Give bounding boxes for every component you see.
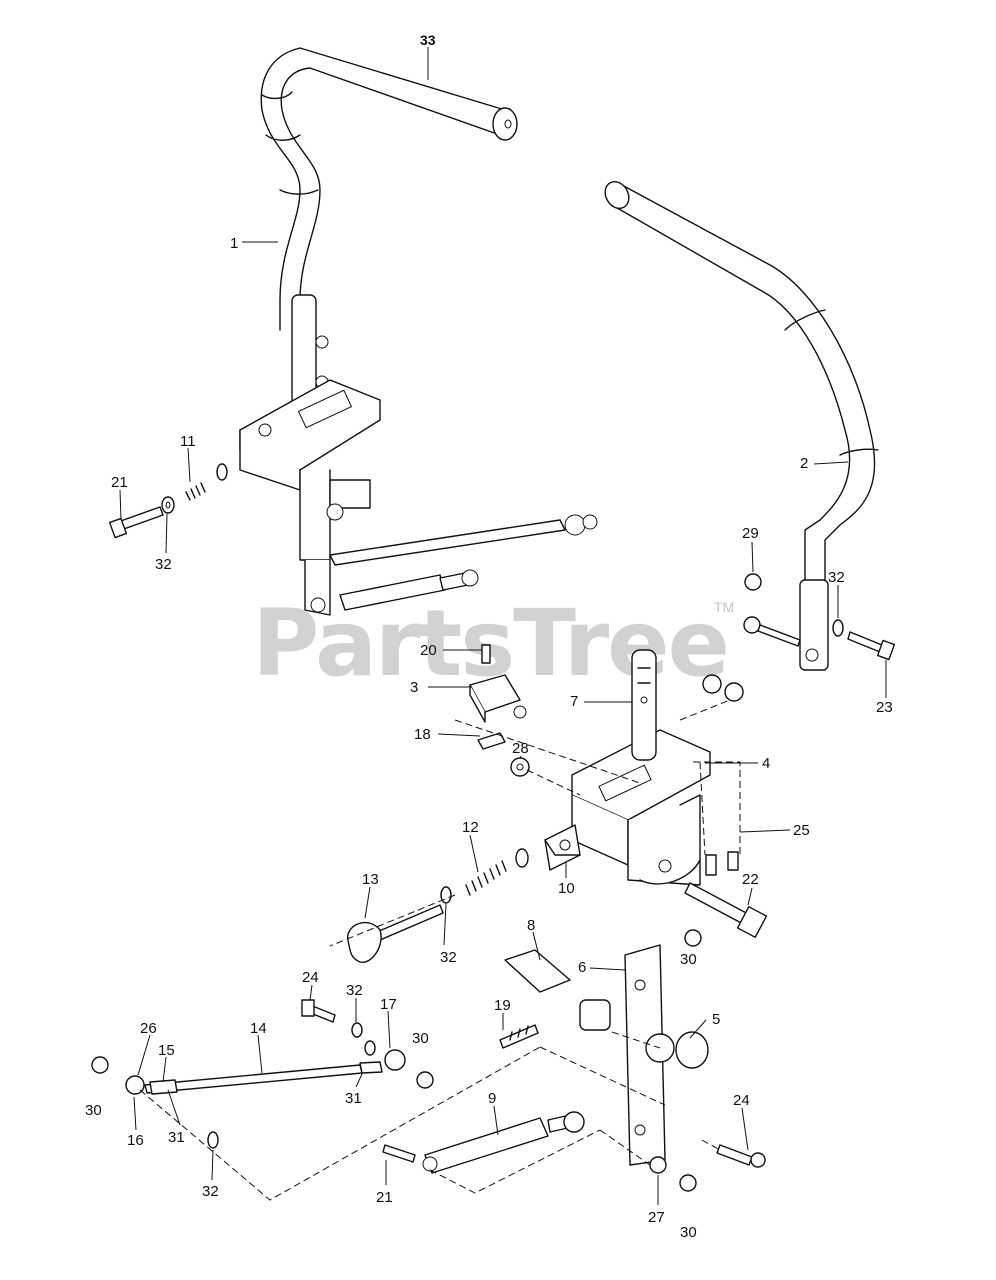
callout-13: 13 (362, 871, 379, 888)
callout-14: 14 (250, 1020, 267, 1037)
callout-28: 28 (512, 740, 529, 757)
callout-26: 26 (140, 1020, 157, 1037)
nut-28 (510, 757, 530, 777)
callout-23: 23 (876, 699, 893, 716)
callout-30-left: 30 (85, 1102, 102, 1119)
callout-32-right: 32 (828, 569, 845, 586)
callout-25: 25 (793, 822, 810, 839)
callout-33: 33 (420, 32, 436, 48)
lower-rod-assembly (91, 999, 434, 1149)
callout-16: 16 (127, 1132, 144, 1149)
callout-19: 19 (494, 997, 511, 1014)
cylinder-9 (382, 1111, 585, 1174)
callout-30-mid: 30 (412, 1030, 429, 1047)
switch-assembly (469, 644, 527, 750)
callout-21-lower: 21 (376, 1189, 393, 1206)
callout-4: 4 (762, 755, 770, 772)
right-bolt-stack (743, 573, 896, 661)
callout-11: 11 (180, 433, 196, 450)
adjust-knob-assembly (347, 824, 581, 963)
callout-32-lower-mid: 32 (346, 982, 363, 999)
callout-10: 10 (558, 880, 575, 897)
callout-5: 5 (712, 1011, 720, 1028)
callout-9: 9 (488, 1090, 496, 1107)
callout-20: 20 (420, 642, 437, 659)
center-bracket (571, 649, 744, 886)
left-bracket-assembly (239, 379, 598, 616)
callout-8: 8 (527, 917, 535, 934)
callout-29: 29 (742, 525, 759, 542)
callout-31-mid: 31 (345, 1090, 362, 1107)
callout-31-left: 31 (168, 1129, 185, 1146)
callout-labels: 33 1 2 3 4 5 6 7 8 9 10 11 12 13 14 15 1… (85, 32, 893, 1241)
callout-32-upper-left: 32 (155, 556, 172, 573)
right-control-handle (604, 180, 879, 671)
callout-3: 3 (410, 679, 418, 696)
callout-32-center: 32 (440, 949, 457, 966)
alignment-lines (139, 699, 741, 1201)
callout-17: 17 (380, 996, 397, 1013)
lower-arm-assembly (499, 929, 766, 1192)
callout-12: 12 (462, 819, 479, 836)
callout-7: 7 (570, 693, 578, 710)
callout-30-lower-right: 30 (680, 1224, 697, 1241)
left-control-handle (260, 47, 518, 416)
callout-24-right: 24 (733, 1092, 750, 1109)
bolt-22 (684, 882, 768, 938)
callout-21-upper: 21 (111, 474, 128, 491)
callout-2: 2 (800, 455, 808, 472)
callout-22: 22 (742, 871, 759, 888)
callout-1: 1 (230, 235, 238, 252)
callout-6: 6 (578, 959, 586, 976)
callout-18: 18 (414, 726, 431, 743)
callout-15: 15 (158, 1042, 175, 1059)
callout-30-upper-right: 30 (680, 951, 697, 968)
callout-27: 27 (648, 1209, 665, 1226)
watermark-trademark: TM (714, 599, 734, 615)
left-bolt-stack (108, 463, 228, 539)
callout-32-lower-left: 32 (202, 1183, 219, 1200)
leader-lines (119, 47, 887, 1205)
callout-24-left: 24 (302, 969, 319, 986)
